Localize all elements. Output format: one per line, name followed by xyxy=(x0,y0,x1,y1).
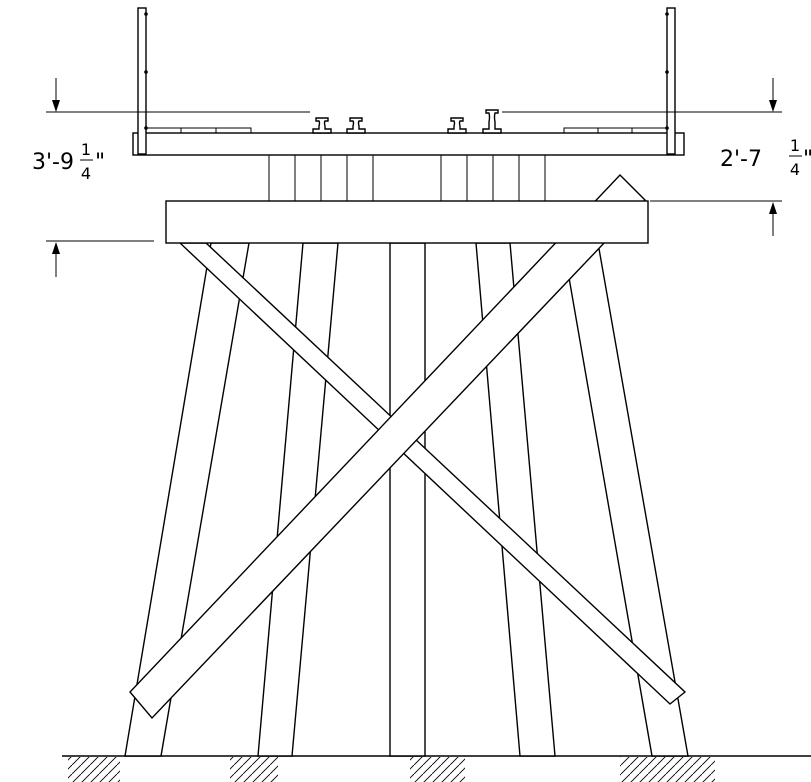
dim-right-numerator: 1 xyxy=(790,136,800,155)
ground-hatch-4 xyxy=(620,757,715,782)
dim-right-top-arrow xyxy=(769,100,777,112)
stringer-chord-left xyxy=(268,154,374,202)
dim-left-denominator: 4 xyxy=(81,164,91,183)
ground xyxy=(62,755,811,782)
stringer-chord-right xyxy=(440,154,546,202)
ground-hatch-2 xyxy=(230,757,278,782)
dim-left-bottom-arrow xyxy=(52,242,60,254)
stringer-1 xyxy=(268,154,296,202)
stringer-4 xyxy=(346,154,374,202)
stringer-7 xyxy=(492,154,520,202)
stringer-6 xyxy=(466,154,494,202)
stringer-2 xyxy=(294,154,322,202)
stringer-5 xyxy=(440,154,468,202)
rails xyxy=(312,109,502,134)
rail-3 xyxy=(447,117,467,134)
dim-left-inch-mark: " xyxy=(95,150,105,175)
railing-posts xyxy=(137,7,676,155)
sway-brace-front xyxy=(129,173,646,720)
walkway-planks-left xyxy=(145,127,252,133)
dimension-left: 3'-9 1 4 " xyxy=(32,78,310,277)
dim-right-denominator: 4 xyxy=(790,160,800,179)
post-center xyxy=(389,242,426,757)
walkway-planks-right xyxy=(563,127,668,133)
railing-post-right xyxy=(666,7,676,155)
ground-hatch-1 xyxy=(68,757,120,782)
dimension-right: 2'-7 1 4 " xyxy=(502,78,811,236)
ground-hatch-3 xyxy=(410,757,465,782)
bent-posts xyxy=(124,242,689,757)
rail-4 xyxy=(482,109,502,134)
walkway-planks xyxy=(145,127,668,133)
stringers xyxy=(268,154,546,202)
pile-cap xyxy=(165,200,649,244)
rail-1 xyxy=(312,117,332,134)
dim-right-whole: 2'-7 xyxy=(720,147,762,172)
dim-left-top-arrow xyxy=(52,100,60,112)
dim-left-whole: 3'-9 xyxy=(32,150,74,175)
deck-ties xyxy=(132,132,685,156)
dim-right-inch-mark: " xyxy=(803,147,811,172)
stringer-8 xyxy=(518,154,546,202)
stringer-3 xyxy=(320,154,348,202)
ground-hatch-marks xyxy=(68,757,715,782)
railing-post-left xyxy=(137,7,147,155)
rail-2 xyxy=(346,117,366,134)
dim-right-bottom-arrow xyxy=(769,202,777,214)
dim-left-numerator: 1 xyxy=(81,140,91,159)
